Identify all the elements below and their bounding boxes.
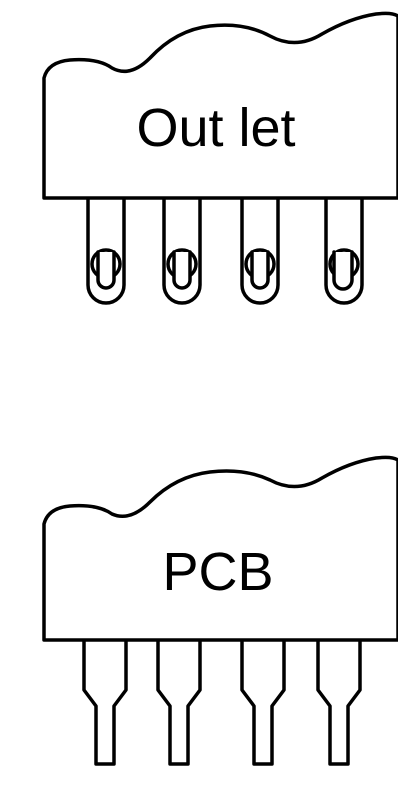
outlet-label: Out let xyxy=(136,98,295,158)
outlet-component: Out let xyxy=(42,11,398,305)
pcb-component: PCB xyxy=(42,455,398,766)
pcb-lead-3 xyxy=(240,638,286,766)
outlet-lead-4 xyxy=(324,196,364,305)
outlet-lead-3 xyxy=(240,196,280,305)
outlet-leads xyxy=(86,196,364,305)
pcb-label: PCB xyxy=(162,542,273,602)
outlet-lead-2 xyxy=(162,196,202,305)
pcb-lead-4 xyxy=(316,638,362,766)
pcb-leads xyxy=(82,638,362,766)
pcb-body xyxy=(42,455,398,642)
pcb-lead-1 xyxy=(82,638,128,766)
outlet-body xyxy=(42,11,398,200)
outlet-lead-1 xyxy=(86,196,126,305)
pcb-lead-2 xyxy=(156,638,202,766)
